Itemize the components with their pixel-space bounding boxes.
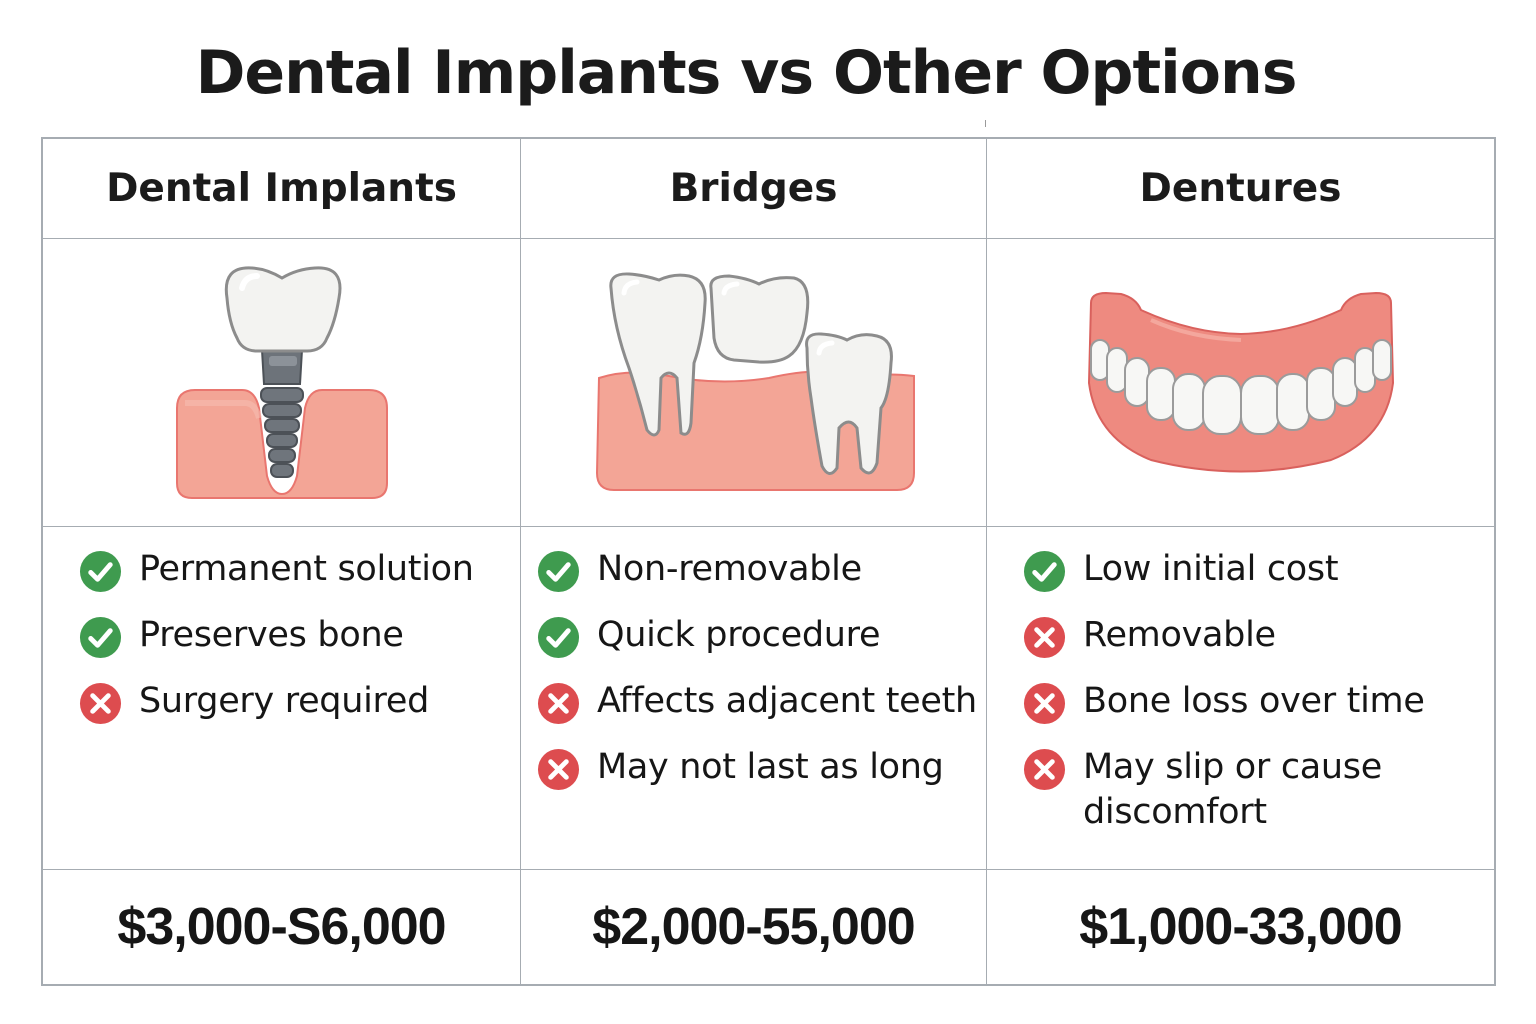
feature-text: May not last as long (597, 747, 944, 787)
price-bridges: $2,000-55,000 (521, 870, 987, 984)
feature-item: Affects adjacent teeth (537, 679, 986, 725)
feature-text: Affects adjacent teeth (597, 681, 977, 721)
feature-item: Low initial cost (1023, 547, 1494, 593)
check-circle-icon (537, 616, 580, 659)
feature-text: Non-removable (597, 549, 862, 589)
feature-item: Non-removable (537, 547, 986, 593)
feature-item: Quick procedure (537, 613, 986, 659)
feature-item: Preserves bone (79, 613, 520, 659)
x-circle-icon (1023, 616, 1066, 659)
feature-item: Surgery required (79, 679, 520, 725)
feature-list-dentures: Low initial cost Removable Bone loss ove… (987, 527, 1494, 870)
feature-item: May not last as long (537, 745, 986, 791)
feature-text: May slip or cause discomfort (1083, 747, 1382, 832)
dental-bridge-illustration (595, 271, 915, 491)
check-circle-icon (79, 616, 122, 659)
x-circle-icon (1023, 748, 1066, 791)
feature-list-bridges: Non-removable Quick procedure Affects ad… (521, 527, 987, 870)
x-circle-icon (537, 682, 580, 725)
feature-item: Bone loss over time (1023, 679, 1494, 725)
price-dentures: $1,000-33,000 (1079, 898, 1402, 956)
feature-text: Quick procedure (597, 615, 881, 655)
x-circle-icon (537, 748, 580, 791)
check-circle-icon (1023, 550, 1066, 593)
check-circle-icon (79, 550, 122, 593)
comparison-table: Dental Implants Bridges Dentures (41, 137, 1496, 986)
dental-implant-illustration (175, 265, 388, 499)
feature-list-implants: Permanent solution Preserves bone Surger… (43, 527, 521, 870)
price-implants: $3,000-S6,000 (43, 870, 521, 984)
feature-text: Bone loss over time (1083, 681, 1425, 721)
x-circle-icon (79, 682, 122, 725)
column-header-dental-implants: Dental Implants (43, 139, 521, 239)
feature-item: Removable (1023, 613, 1494, 659)
feature-text: Surgery required (139, 681, 429, 721)
illustration-cell-dentures (987, 239, 1494, 527)
decorative-tick (985, 120, 986, 127)
column-header-dentures: Dentures (987, 139, 1494, 239)
page-title: Dental Implants vs Other Options (195, 38, 1298, 108)
feature-text: Removable (1083, 615, 1276, 655)
feature-item: May slip or cause discomfort (1023, 745, 1494, 835)
column-header-bridges: Bridges (521, 139, 987, 239)
check-circle-icon (537, 550, 580, 593)
feature-item: Permanent solution (79, 547, 520, 593)
illustration-cell-bridges (521, 239, 987, 527)
feature-text: Low initial cost (1083, 549, 1339, 589)
dentures-illustration (1087, 291, 1394, 472)
feature-text: Preserves bone (139, 615, 404, 655)
feature-text: Permanent solution (139, 549, 474, 589)
illustration-cell-implants (43, 239, 521, 527)
x-circle-icon (1023, 682, 1066, 725)
